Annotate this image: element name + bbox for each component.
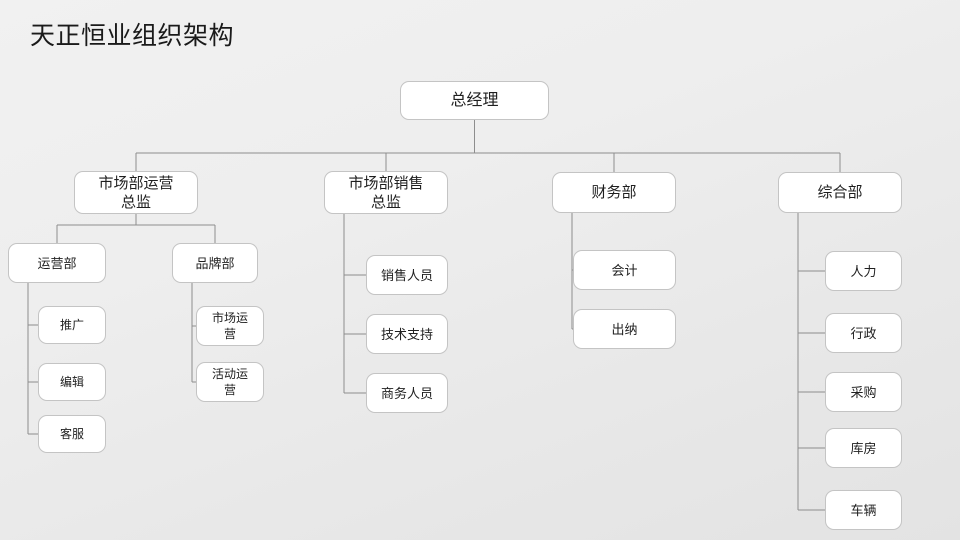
- org-node-label: 商务人员: [380, 385, 433, 401]
- org-node-label: 推广: [59, 318, 84, 332]
- org-node-n1[interactable]: 市场部运营 总监: [74, 171, 198, 214]
- org-node-label: 市场运 营: [211, 311, 248, 341]
- org-node-n5[interactable]: 运营部: [8, 243, 106, 283]
- org-node-label: 库房: [850, 440, 877, 456]
- org-node-n6[interactable]: 品牌部: [172, 243, 258, 283]
- org-node-label: 品牌部: [195, 255, 235, 271]
- org-node-n4[interactable]: 综合部: [778, 172, 902, 213]
- org-node-label: 市场部运营 总监: [98, 174, 174, 211]
- org-node-n9[interactable]: 客服: [38, 415, 106, 453]
- org-node-n12[interactable]: 销售人员: [366, 255, 448, 295]
- org-node-label: 活动运 营: [211, 367, 248, 397]
- org-node-n0[interactable]: 总经理: [400, 81, 549, 120]
- org-node-label: 人力: [850, 263, 877, 279]
- org-node-n16[interactable]: 出纳: [573, 309, 676, 349]
- org-node-label: 综合部: [817, 184, 863, 201]
- org-node-label: 技术支持: [380, 326, 433, 342]
- org-node-label: 客服: [59, 427, 84, 441]
- org-node-n14[interactable]: 商务人员: [366, 373, 448, 413]
- org-node-n21[interactable]: 车辆: [825, 490, 902, 530]
- org-node-label: 行政: [850, 325, 877, 341]
- org-node-n17[interactable]: 人力: [825, 251, 902, 291]
- org-node-label: 采购: [850, 384, 877, 400]
- org-node-label: 财务部: [591, 184, 637, 201]
- org-node-label: 编辑: [59, 375, 84, 389]
- page-title: 天正恒业组织架构: [30, 22, 235, 50]
- org-node-label: 会计: [611, 262, 638, 278]
- org-node-label: 销售人员: [380, 267, 433, 283]
- org-node-label: 车辆: [850, 502, 877, 518]
- org-node-label: 出纳: [611, 321, 638, 337]
- org-node-n2[interactable]: 市场部销售 总监: [324, 171, 448, 214]
- org-node-n20[interactable]: 库房: [825, 428, 902, 468]
- org-node-n3[interactable]: 财务部: [552, 172, 676, 213]
- org-node-label: 市场部销售 总监: [348, 174, 424, 211]
- org-node-n18[interactable]: 行政: [825, 313, 902, 353]
- org-node-n15[interactable]: 会计: [573, 250, 676, 290]
- org-node-n19[interactable]: 采购: [825, 372, 902, 412]
- org-node-n7[interactable]: 推广: [38, 306, 106, 344]
- org-node-n8[interactable]: 编辑: [38, 363, 106, 401]
- org-node-n10[interactable]: 市场运 营: [196, 306, 264, 346]
- org-node-n13[interactable]: 技术支持: [366, 314, 448, 354]
- org-node-n11[interactable]: 活动运 营: [196, 362, 264, 402]
- org-node-label: 总经理: [450, 92, 499, 109]
- org-node-label: 运营部: [37, 255, 77, 271]
